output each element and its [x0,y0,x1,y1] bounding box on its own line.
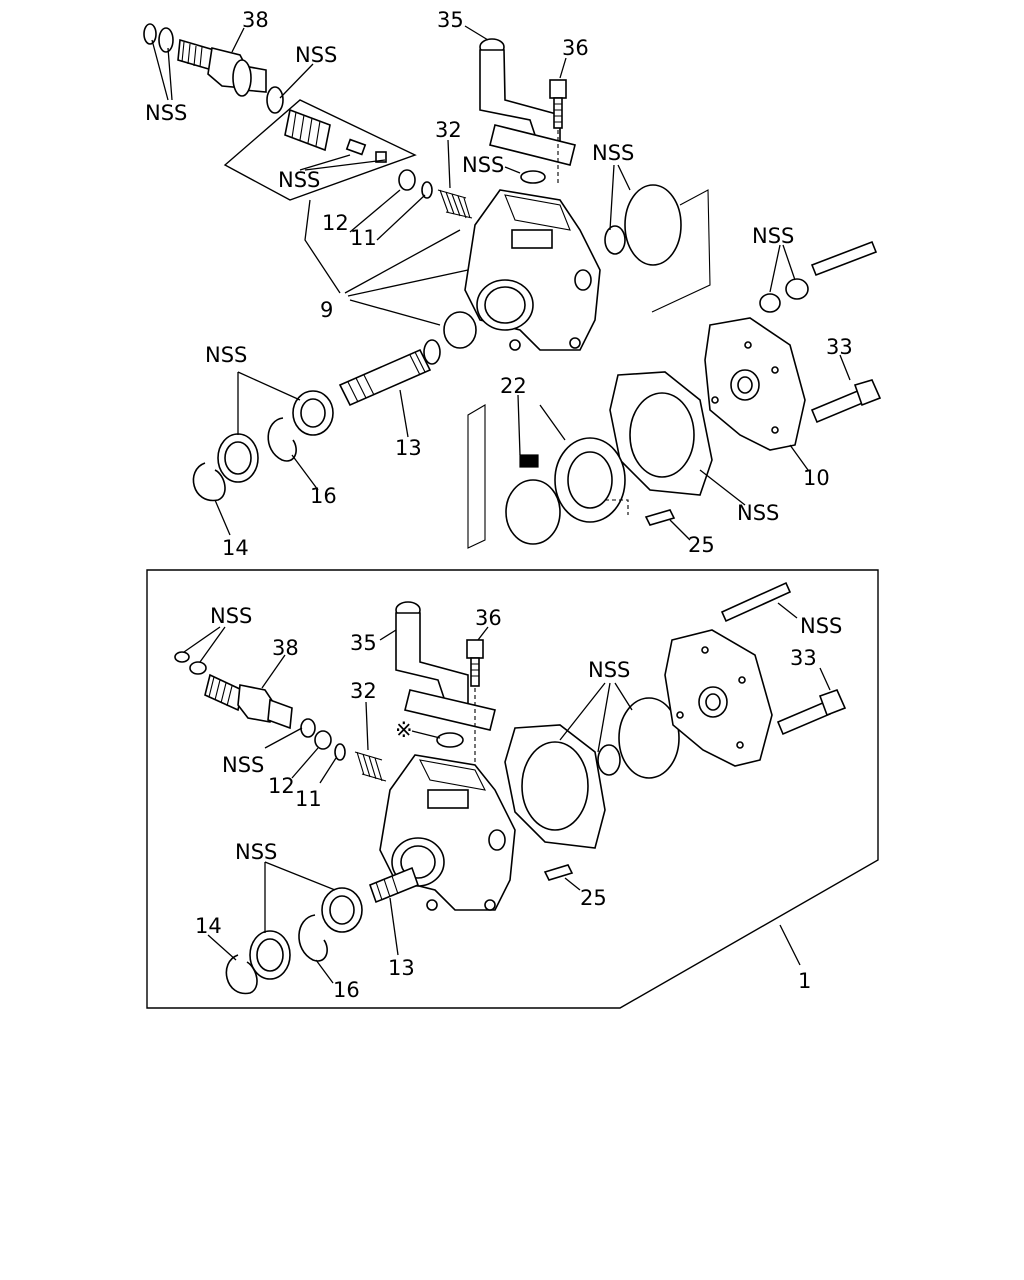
part-14-snap-ring [192,462,226,502]
part-38-union-fitting-bottom [204,673,293,730]
callout-14-bottom: 14 [195,914,222,938]
nss-o-ring-small [143,23,157,45]
nss-seal-bottom-inner [329,895,355,925]
callout-35-bottom: 35 [350,631,377,655]
callout-11-bottom: 11 [295,787,322,811]
part-11-ring [421,181,433,199]
callout-13-bottom: 13 [388,956,415,980]
callout-labels-bottom: NSS 38 35 36 NSS 33 NSS 32 ※ NSS 12 11 N… [195,604,842,1002]
nss-o-ring-bottom-1 [174,651,190,663]
part-12-plug-bottom [314,730,332,750]
pump-body-top [464,189,601,351]
leader-lines-bottom [183,602,831,984]
callout-nss-stud-bottom: NSS [800,614,842,638]
bottom-assembly-view: NSS 38 35 36 NSS 33 NSS 32 ※ NSS 12 11 N… [146,569,879,1009]
callout-1: 1 [798,969,811,993]
nss-o-ring-large-bottom [618,697,680,779]
callout-33: 33 [826,335,853,359]
part-14-snap-ring-bottom [225,954,258,995]
callout-nss-valve-parts: NSS [278,168,320,192]
part-bushing [443,311,477,349]
callout-nss-nuts: NSS [752,224,794,248]
callout-32: 32 [435,118,462,142]
part-32-spring-bottom [354,751,387,782]
nss-bearing-bottom-inner [256,938,284,972]
callout-10: 10 [803,466,830,490]
part-38-union-fitting [177,38,267,97]
callout-33-bottom: 33 [790,646,817,670]
top-exploded-view: 38 NSS NSS 35 36 32 NSS NSS NSS 12 11 9 … [143,8,882,560]
callout-38: 38 [242,8,269,32]
nss-nut-1 [759,293,781,313]
callout-nss-38-o-ring: NSS [295,43,337,67]
part-35-suction-pipe-bottom [395,601,496,731]
nss-gasket-top [609,371,713,496]
callout-16-bottom: 16 [333,978,360,1002]
callout-nss-pipe-ring: NSS [462,153,504,177]
callout-14: 14 [222,536,249,560]
callout-nss-gasket-rings-bottom: NSS [588,658,630,682]
nss-o-ring-pipe-bottom [436,732,464,748]
callout-nss-38-ring-bottom: NSS [222,753,264,777]
part-12-plug [398,169,416,191]
part-16-snap-ring [267,417,297,462]
assembly-frame [146,569,879,1009]
section-bracket-top [651,189,711,313]
nss-bearing-top-inner [224,441,252,475]
callout-nss-o-rings-bottom: NSS [210,604,252,628]
callout-36-bottom: 36 [475,606,502,630]
part-11-ring-bottom [334,743,346,761]
callout-labels-top: 38 NSS NSS 35 36 32 NSS NSS NSS 12 11 9 … [145,8,853,560]
callout-12-bottom: 12 [268,774,295,798]
nss-o-ring-large [624,184,682,266]
part-10-cover [704,317,806,451]
callout-12: 12 [322,211,349,235]
callout-22: 22 [500,374,527,398]
part-36-bolt-bottom [466,639,484,790]
valve-parts-group [223,99,417,201]
callout-25-bottom: 25 [580,886,607,910]
nss-gasket-bottom [504,724,606,849]
callout-9: 9 [320,298,333,322]
callout-nss-gasket: NSS [737,501,779,525]
callout-36: 36 [562,36,589,60]
stud-nss-bottom [720,581,792,623]
callout-13: 13 [395,436,422,460]
leader-lines-top [151,25,851,541]
callout-nss-bearing: NSS [205,343,247,367]
part-22-rotor-group [467,404,629,549]
part-25-pin-bottom [543,864,574,881]
nss-seal-top-inner [300,398,326,428]
callout-11: 11 [350,226,377,250]
part-13-shaft-bottom [368,866,420,904]
nss-o-ring-38-bottom [300,718,316,738]
part-13-shaft [338,339,441,407]
part-36-bolt [549,79,567,185]
callout-nss-bearing-bottom: NSS [235,840,277,864]
part-16-snap-ring-bottom [298,914,328,962]
callout-16: 16 [310,484,337,508]
nss-o-ring-bottom-2 [189,661,207,675]
nss-o-ring-small-3 [604,225,626,255]
part-25-pin [644,509,676,526]
callout-25: 25 [688,533,715,557]
callout-38-bottom: 38 [272,636,299,660]
callout-asterisk: ※ [395,718,413,742]
part-33-bolt-bottom [776,688,847,736]
part-32-spring [437,189,473,219]
cover-bottom [664,629,773,767]
nss-o-ring-small-2 [158,27,174,53]
callout-nss-large-rings: NSS [592,141,634,165]
part-35-suction-pipe [479,38,576,166]
callout-32-bottom: 32 [350,679,377,703]
callout-nss-o-rings: NSS [145,101,187,125]
callout-35: 35 [437,8,464,32]
nss-o-ring-pipe [520,170,546,184]
nss-o-ring-small-bottom [597,744,621,776]
nss-o-ring-38 [266,86,284,114]
nss-nut-2 [785,278,809,300]
part-33-bolts [810,240,882,424]
